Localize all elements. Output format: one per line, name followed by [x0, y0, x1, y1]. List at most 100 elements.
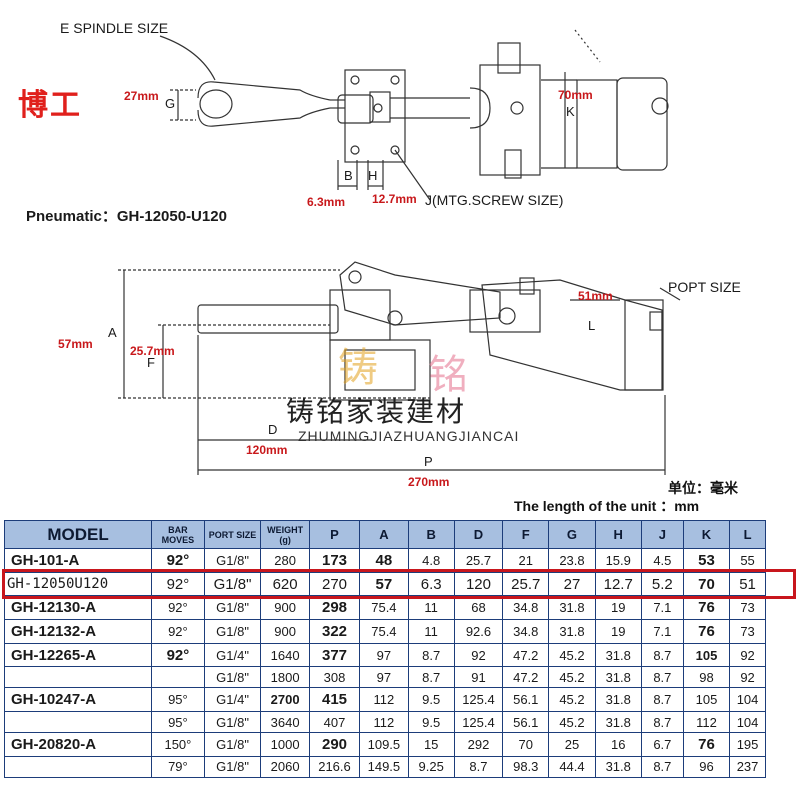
- mtg-screw-label: J(MTG.SCREW SIZE): [425, 192, 564, 208]
- cell-b: 9.5: [407, 711, 455, 734]
- table-row: GH-12265-A 92° G1/4" 1640 377 97 8.7 92 …: [3, 642, 766, 668]
- unit-note-english: The length of the unit ：mm: [514, 498, 700, 514]
- cell-a: 149.5: [359, 755, 409, 779]
- cell-model: GH-12265-A: [3, 642, 153, 668]
- dim-letter-k: K: [566, 104, 575, 119]
- cell-model: GH-10247-A: [3, 687, 153, 713]
- cell-b: 11: [407, 595, 455, 621]
- cell-bar-moves: 79°: [151, 755, 205, 779]
- cell-l: 73: [729, 619, 766, 644]
- cell-model: GH-12132-A: [3, 619, 153, 644]
- cell-d: 25.7: [453, 548, 504, 573]
- cell-k: 96: [682, 755, 731, 779]
- cell-p: 415: [308, 687, 361, 713]
- dim-letter-a: A: [108, 325, 117, 340]
- watermark-char-2: 铭: [428, 352, 468, 398]
- col-header-a: A: [359, 520, 409, 549]
- table-row-highlighted: GH-12050U120 92° G1/8" 620 270 57 6.3 12…: [3, 571, 766, 597]
- cell-p: 407: [308, 711, 361, 734]
- cell-h: 31.8: [594, 687, 642, 713]
- cell-weight: 2060: [260, 755, 310, 779]
- side-cylinder: [481, 279, 663, 391]
- cell-g: 31.8: [548, 619, 596, 644]
- table-row: GH-12130-A 92° G1/8" 900 298 75.4 11 68 …: [3, 595, 766, 621]
- cell-port-size: G1/8": [203, 548, 262, 573]
- cell-f: 47.2: [502, 642, 550, 668]
- cell-l: 237: [729, 755, 766, 779]
- cell-d: 91: [453, 666, 504, 689]
- table-header-row: MODEL BAR MOVES PORT SIZE WEIGHT (g) P A…: [3, 520, 766, 549]
- top-pivot-link: [337, 94, 374, 124]
- cell-p: 308: [308, 666, 361, 689]
- dim-letter-g: G: [165, 96, 176, 111]
- cell-weight: 900: [260, 619, 310, 644]
- highlight-frame: [2, 569, 796, 599]
- cell-a: 112: [359, 687, 409, 713]
- cell-g: 45.2: [548, 642, 596, 668]
- cell-f: 56.1: [502, 711, 550, 734]
- cell-a: 97: [359, 666, 409, 689]
- dim-letter-p: P: [424, 454, 433, 469]
- cell-l: 104: [729, 711, 766, 734]
- col-header-model: MODEL: [3, 520, 153, 549]
- side-handle: [197, 304, 339, 334]
- col-header-weight: WEIGHT (g): [260, 520, 310, 549]
- cell-l: 195: [729, 732, 766, 757]
- cell-j: 8.7: [640, 755, 684, 779]
- cell-port-size: G1/8": [203, 732, 262, 757]
- cell-a: 97: [359, 642, 409, 668]
- cell-f: 56.1: [502, 687, 550, 713]
- cell-b: 8.7: [407, 666, 455, 689]
- cell-g: 45.2: [548, 687, 596, 713]
- cell-bar-moves: 92°: [151, 595, 205, 621]
- cell-h: 15.9: [594, 548, 642, 573]
- cell-b: 9.5: [407, 687, 455, 713]
- table-row: G1/8" 1800 308 97 8.7 91 47.2 45.2 31.8 …: [3, 666, 766, 689]
- cell-model: [3, 666, 153, 689]
- cell-port-size: G1/8": [203, 666, 262, 689]
- cell-weight: 1000: [260, 732, 310, 757]
- cell-d: 292: [453, 732, 504, 757]
- cell-port-size: G1/8": [203, 619, 262, 644]
- cell-f: 70: [502, 732, 550, 757]
- dim-12-7mm: 12.7mm: [372, 192, 417, 206]
- top-mount-hole: [510, 101, 524, 115]
- dim-120mm: 120mm: [246, 443, 288, 457]
- table-row: GH-20820-A 150° G1/8" 1000 290 109.5 15 …: [3, 732, 766, 757]
- cell-weight: 280: [260, 548, 310, 573]
- cell-l: 104: [729, 687, 766, 713]
- col-header-j: J: [640, 520, 684, 549]
- watermark-chinese: 铸铭家装建材: [286, 395, 467, 428]
- col-header-h: H: [594, 520, 642, 549]
- dim-letter-d: D: [268, 422, 278, 437]
- cell-g: 45.2: [548, 711, 596, 734]
- cell-bar-moves: 92°: [151, 642, 205, 668]
- cell-h: 31.8: [594, 642, 642, 668]
- watermark-char-1: 铸: [338, 345, 378, 391]
- col-header-b: B: [407, 520, 455, 549]
- dim-57mm: 57mm: [58, 337, 93, 351]
- cell-bar-moves: 92°: [151, 548, 205, 573]
- cell-f: 34.8: [502, 619, 550, 644]
- cell-bar-moves: 92°: [151, 619, 205, 644]
- cell-d: 8.7: [453, 755, 504, 779]
- cell-k: 53: [682, 548, 731, 573]
- cell-p: 290: [308, 732, 361, 757]
- cell-d: 120: [453, 571, 504, 597]
- cell-h: 31.8: [594, 755, 642, 779]
- top-handle-grip: [199, 89, 233, 119]
- side-link-arm: [339, 261, 501, 326]
- cell-model: GH-12050U120: [3, 571, 153, 597]
- cell-k: 98: [682, 666, 731, 689]
- cell-h: 31.8: [594, 666, 642, 689]
- table-row: 95° G1/8" 3640 407 112 9.5 125.4 56.1 45…: [3, 711, 766, 734]
- cell-port-size: G1/8": [203, 711, 262, 734]
- cell-weight: 3640: [260, 711, 310, 734]
- dim-25-7mm: 25.7mm: [130, 344, 175, 358]
- cell-h: 19: [594, 595, 642, 621]
- cell-b: 15: [407, 732, 455, 757]
- cell-g: 25: [548, 732, 596, 757]
- cell-p: 377: [308, 642, 361, 668]
- cell-g: 44.4: [548, 755, 596, 779]
- cell-a: 112: [359, 711, 409, 734]
